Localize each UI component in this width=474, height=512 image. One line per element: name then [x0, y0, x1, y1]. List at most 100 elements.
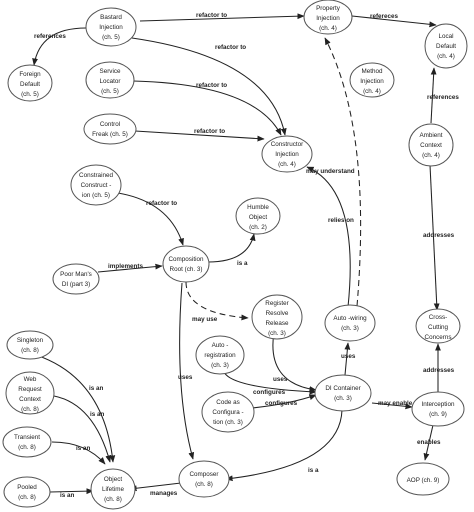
svg-text:(ch. 4): (ch. 4): [363, 88, 381, 95]
node-foreign-default[interactable]: Foreign Default (ch. 5): [7, 64, 53, 102]
svg-text:(ch. 8): (ch. 8): [18, 494, 36, 501]
svg-text:Interception: Interception: [422, 401, 455, 408]
node-pooled[interactable]: Pooled (ch. 8): [3, 476, 51, 508]
node-service-locator[interactable]: Service Locator (ch. 5): [85, 61, 135, 99]
node-control-freak[interactable]: Control Freak (ch. 5): [83, 113, 137, 145]
svg-text:is an: is an: [76, 445, 91, 452]
svg-text:(ch. 4): (ch. 4): [422, 152, 440, 159]
svg-text:(ch. 4): (ch. 4): [437, 53, 455, 60]
node-singleton[interactable]: Singleton (ch. 8): [6, 330, 54, 360]
svg-text:refactor to: refactor to: [215, 44, 246, 51]
edge-root-humble: is a: [207, 233, 256, 267]
node-object-lifetime[interactable]: Object Lifetime (ch. 8): [90, 468, 136, 510]
edge-constrained-root: refactor to: [117, 192, 184, 246]
edge-rrr-dicontainer: uses: [272, 331, 317, 392]
svg-text:references: references: [427, 94, 459, 101]
svg-text:DI (part 3): DI (part 3): [62, 281, 90, 288]
node-constructor-injection[interactable]: Constructor Injection (ch. 4): [261, 135, 313, 173]
svg-text:(ch. 3): (ch. 3): [211, 362, 229, 369]
svg-text:Cross-: Cross-: [429, 314, 448, 321]
edge-codeasconfig-dicontainer: configures: [251, 394, 317, 409]
svg-text:is an: is an: [89, 385, 104, 392]
node-cross-cutting-concerns[interactable]: Cross- Cutting Concerns: [415, 308, 461, 344]
node-di-container[interactable]: DI Container (ch. 3): [314, 374, 372, 412]
svg-text:configures: configures: [265, 400, 298, 407]
svg-text:Constructor: Constructor: [271, 141, 304, 148]
node-auto-wiring[interactable]: Auto -wiring (ch. 3): [324, 304, 376, 342]
svg-text:(ch. 4): (ch. 4): [278, 161, 296, 168]
svg-text:enables: enables: [417, 439, 441, 446]
svg-text:Injection: Injection: [99, 24, 123, 31]
svg-text:(ch. 3): (ch. 3): [334, 395, 352, 402]
edge-singleton-lifetime: is an: [35, 354, 116, 463]
edge-ambient-crosscut: addresses: [423, 164, 455, 311]
edge-ambient-local: references: [427, 67, 459, 124]
node-transient[interactable]: Transient (ch. 8): [2, 426, 52, 458]
svg-text:refactor to: refactor to: [196, 12, 227, 19]
node-method-injection[interactable]: Method Injection (ch. 4): [349, 62, 395, 98]
edge-autoreg-dicontainer: configures: [223, 371, 317, 396]
node-composer[interactable]: Composer (ch. 8): [178, 460, 230, 498]
edge-dicontainer-interception: may enable: [371, 400, 413, 410]
edge-control-ctor: refactor to: [134, 128, 265, 142]
edge-dicontainer-autowiring: uses: [341, 342, 356, 376]
node-auto-registration[interactable]: Auto - registration (ch. 3): [195, 335, 245, 375]
svg-text:refactor to: refactor to: [194, 128, 225, 135]
svg-text:Default: Default: [436, 43, 456, 50]
node-constrained-construction[interactable]: Constrained Construct - ion (ch. 5): [70, 164, 122, 206]
svg-text:Local: Local: [438, 33, 453, 40]
svg-text:Lifetime: Lifetime: [102, 486, 125, 493]
svg-text:Root (ch. 3): Root (ch. 3): [170, 266, 203, 273]
node-register-resolve-release[interactable]: Register Resolve Release (ch. 3): [251, 294, 303, 340]
svg-text:(ch. 3): (ch. 3): [341, 325, 359, 332]
node-code-as-configuration[interactable]: Code as Configura - tion (ch. 3): [201, 391, 255, 433]
svg-text:Default: Default: [20, 81, 40, 88]
svg-text:references: references: [34, 33, 66, 40]
edge-dicontainer-composer: is a: [225, 409, 343, 482]
svg-text:Object: Object: [104, 476, 122, 483]
svg-text:Property: Property: [316, 5, 341, 12]
svg-text:addresses: addresses: [423, 232, 455, 239]
svg-text:Injection: Injection: [275, 151, 299, 158]
node-interception[interactable]: Interception (ch. 9): [411, 391, 465, 427]
svg-text:Foreign: Foreign: [19, 71, 41, 78]
node-composition-root[interactable]: Composition Root (ch. 3): [162, 245, 210, 283]
node-humble-object[interactable]: Humble Object (ch. 2): [235, 197, 281, 235]
svg-text:registration: registration: [204, 352, 236, 359]
svg-text:(ch. 9): (ch. 9): [429, 411, 447, 418]
svg-text:(ch. 5): (ch. 5): [102, 34, 120, 41]
svg-text:Pooled: Pooled: [17, 484, 37, 491]
edge-autowiring-property: may understand: [306, 37, 362, 307]
svg-text:is a: is a: [237, 260, 248, 267]
svg-text:Service: Service: [100, 68, 121, 75]
svg-text:Web: Web: [24, 376, 37, 383]
svg-text:ion (ch. 5): ion (ch. 5): [82, 192, 110, 199]
edge-property-local: refereces: [351, 13, 437, 28]
svg-text:(ch. 5): (ch. 5): [21, 91, 39, 98]
svg-text:addresses: addresses: [423, 367, 455, 374]
svg-text:(ch. 2): (ch. 2): [249, 224, 267, 231]
svg-text:Singleton: Singleton: [17, 337, 44, 344]
node-local-default[interactable]: Local Default (ch. 4): [424, 23, 468, 69]
edge-poorman-root: implements: [97, 263, 163, 273]
node-web-request-context[interactable]: Web Request Context (ch. 8): [5, 371, 55, 415]
svg-text:(ch. 4): (ch. 4): [319, 25, 337, 32]
svg-text:is an: is an: [60, 492, 75, 499]
svg-text:Concerns: Concerns: [425, 334, 452, 341]
svg-text:Context: Context: [420, 142, 442, 149]
edge-webreq-lifetime: is an: [53, 395, 112, 463]
node-property-injection[interactable]: Property Injection (ch. 4): [303, 0, 353, 35]
svg-text:Release: Release: [265, 320, 289, 327]
edge-root-rrr: may use: [185, 281, 249, 323]
svg-text:may enable: may enable: [378, 400, 413, 407]
node-poor-mans-di[interactable]: Poor Man's DI (part 3): [52, 263, 100, 295]
node-bastard-injection[interactable]: Bastard Injection (ch. 5): [85, 7, 137, 47]
node-aop[interactable]: AOP (ch. 9): [396, 462, 450, 496]
edge-pooled-lifetime: is an: [49, 488, 94, 499]
svg-text:(ch. 3): (ch. 3): [268, 330, 286, 337]
svg-text:Auto -: Auto -: [212, 342, 229, 349]
edge-bastard-property: refactor to: [139, 12, 305, 22]
node-ambient-context[interactable]: Ambient Context (ch. 4): [408, 123, 454, 167]
svg-text:AOP (ch. 9): AOP (ch. 9): [407, 477, 440, 484]
svg-text:Auto -wiring: Auto -wiring: [333, 315, 367, 322]
